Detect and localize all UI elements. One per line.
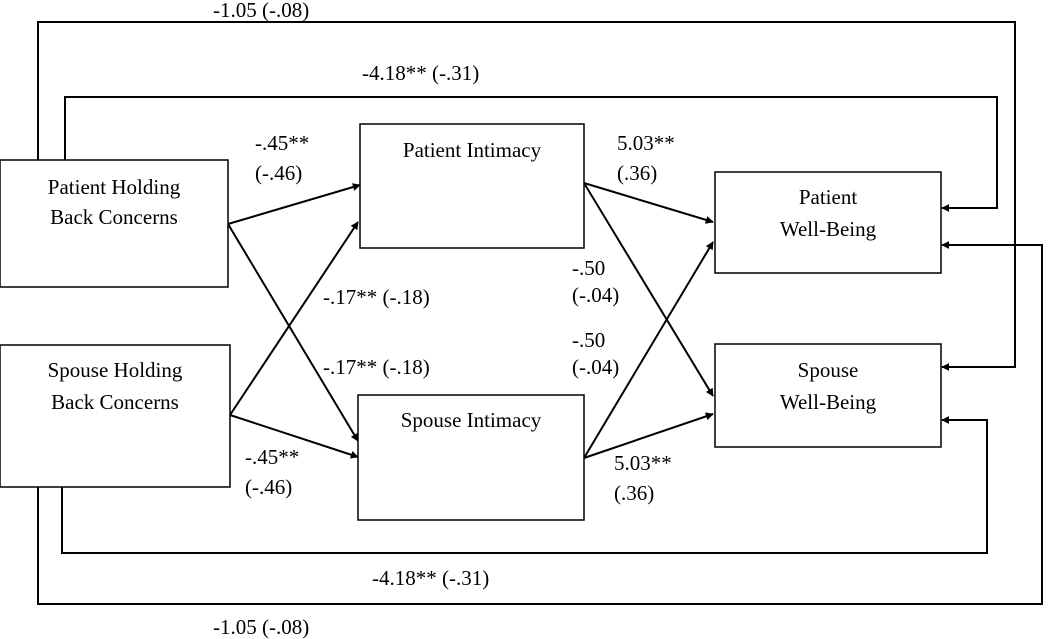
- node-label-line1: Patient: [799, 185, 857, 209]
- node-label-line1: Spouse: [798, 358, 859, 382]
- node-label-line1: Patient Intimacy: [403, 138, 542, 162]
- node-label-line2: Well-Being: [780, 390, 877, 414]
- edge-inner-bottom: [61, 416, 988, 554]
- edge-spouse-intimacy-to-patient-wellbeing: [583, 241, 714, 459]
- label-pi-sw-line2: (-.04): [572, 283, 619, 307]
- edge-inner-top: [64, 96, 998, 212]
- node-patient-wellbeing: Patient Well-Being: [714, 171, 942, 274]
- label-ph-pi-line1: -.45**: [255, 131, 309, 155]
- label-sh-si-line2: (-.46): [245, 475, 292, 499]
- node-spouse-intimacy: Spouse Intimacy: [357, 394, 585, 521]
- node-patient-holding-back-concerns: Patient Holding Back Concerns: [0, 159, 229, 288]
- label-si-sw-line2: (.36): [614, 481, 654, 505]
- label-pi-pw-line2: (.36): [617, 161, 657, 185]
- node-label-line2: Back Concerns: [51, 390, 179, 414]
- node-label-line2: Well-Being: [780, 217, 877, 241]
- label-inner-bottom: -4.18** (-.31): [372, 566, 489, 590]
- label-si-sw-line1: 5.03**: [614, 451, 672, 475]
- label-ph-si: -.17** (-.18): [323, 355, 430, 379]
- node-label-line1: Patient Holding: [48, 175, 181, 199]
- node-label-line1: Spouse Intimacy: [401, 408, 542, 432]
- node-spouse-wellbeing: Spouse Well-Being: [714, 343, 942, 448]
- label-outer-top: -1.05 (-.08): [213, 0, 309, 22]
- label-pi-pw-line1: 5.03**: [617, 131, 675, 155]
- edge-outer-bottom: [37, 241, 1043, 605]
- label-pi-sw-line1: -.50: [572, 256, 605, 280]
- node-label-line2: Back Concerns: [50, 205, 178, 229]
- edge-spouse-holding-to-patient-intimacy: [229, 221, 359, 416]
- label-si-pw-line1: -.50: [572, 328, 605, 352]
- edge-outer-top: [37, 21, 1016, 371]
- edge-spouse-intimacy-to-spouse-wellbeing: [583, 412, 714, 459]
- edge-patient-holding-to-patient-intimacy: [227, 183, 361, 225]
- label-ph-pi-line2: (-.46): [255, 161, 302, 185]
- edge-spouse-holding-to-spouse-intimacy: [229, 414, 359, 459]
- edge-patient-intimacy-to-patient-wellbeing: [583, 182, 714, 224]
- label-sh-si-line1: -.45**: [245, 445, 299, 469]
- edge-patient-intimacy-to-spouse-wellbeing: [583, 182, 714, 397]
- node-label-line1: Spouse Holding: [48, 358, 183, 382]
- label-si-pw-line2: (-.04): [572, 355, 619, 379]
- node-patient-intimacy: Patient Intimacy: [359, 123, 585, 249]
- label-inner-top: -4.18** (-.31): [362, 61, 479, 85]
- node-spouse-holding-back-concerns: Spouse Holding Back Concerns: [0, 344, 231, 488]
- edge-patient-holding-to-spouse-intimacy: [227, 223, 359, 442]
- label-outer-bottom: -1.05 (-.08): [213, 615, 309, 639]
- label-sh-pi: -.17** (-.18): [323, 285, 430, 309]
